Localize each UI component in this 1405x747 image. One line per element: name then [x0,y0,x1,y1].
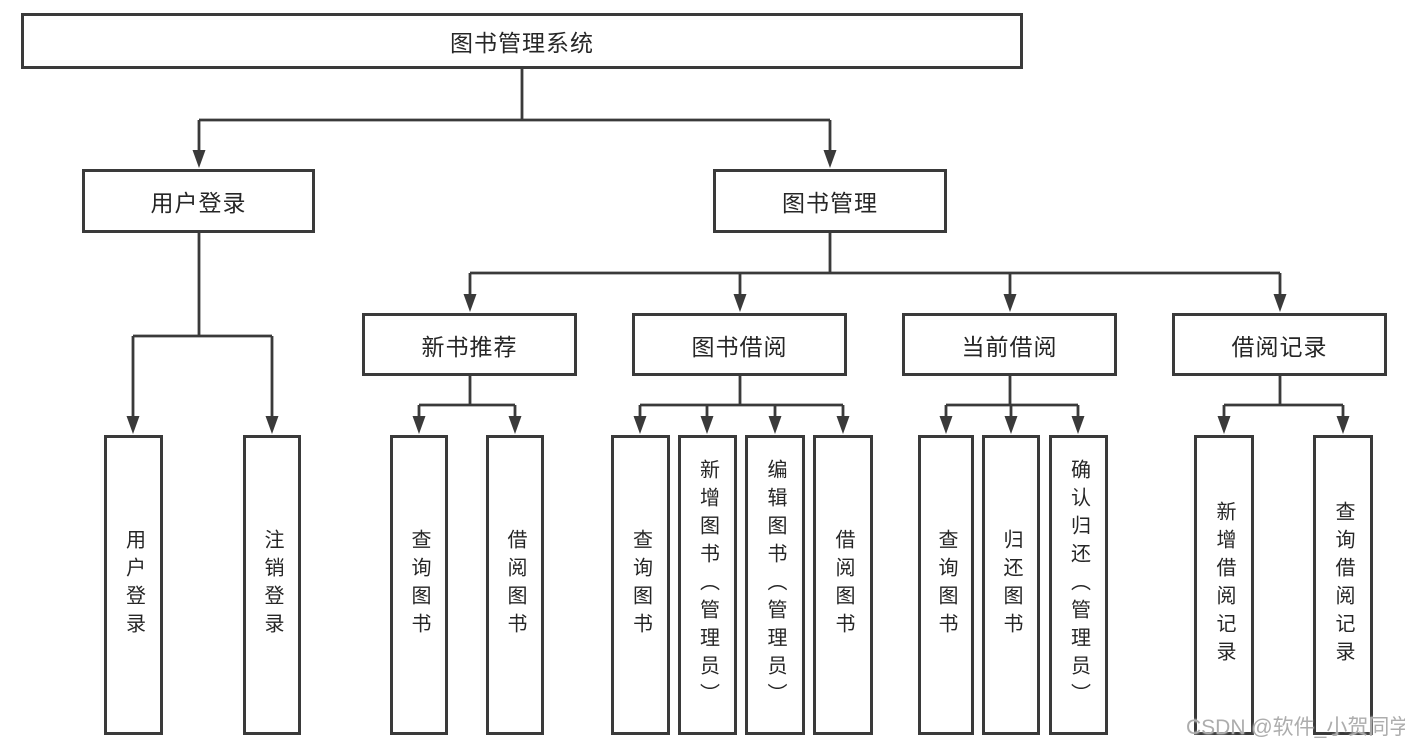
arrowhead-icon [1273,294,1287,312]
leaf-logout-label: 注销登录 [261,529,283,641]
arrowhead-icon [823,150,837,168]
leaf-br-query-record-label: 查询借阅记录 [1332,501,1354,669]
node-book-mgmt-label: 图书管理 [782,190,878,216]
node-borrow-record: 借阅记录 [1172,313,1387,376]
arrowhead-icon [463,294,477,312]
arrowhead-icon [1336,416,1350,434]
arrowhead-icon [939,416,953,434]
arrowhead-icon [412,416,426,434]
arrowhead-icon [768,416,782,434]
node-current-borrow-label: 当前借阅 [961,333,1058,360]
leaf-bb-add-books-label: 新增图书（管理员） [696,459,719,711]
arrowhead-icon [1071,416,1085,434]
node-borrow-record-label: 借阅记录 [1231,333,1328,360]
node-user-login-label: 用户登录 [150,190,247,216]
leaf-bb-edit-books-label: 编辑图书（管理员） [764,459,786,711]
leaf-rec-query-books: 查询图书 [390,435,448,735]
arrowhead-icon [1003,294,1017,312]
arrowhead-icon [265,416,279,434]
arrowhead-icon [192,150,206,168]
leaf-cb-confirm-return: 确认归还（管理员） [1049,435,1108,735]
leaf-rec-borrow-books-label: 借阅图书 [504,529,526,641]
leaf-cb-return-books-label: 归还图书 [1000,529,1022,641]
leaf-cb-confirm-return-label: 确认归还（管理员） [1067,459,1090,711]
leaf-cb-return-books: 归还图书 [982,435,1040,735]
leaf-br-add-record: 新增借阅记录 [1194,435,1254,735]
arrowhead-icon [633,416,647,434]
leaf-br-add-record-label: 新增借阅记录 [1213,501,1235,669]
node-new-book-rec-label: 新书推荐 [421,333,518,360]
node-book-mgmt: 图书管理 [713,169,947,233]
node-user-login: 用户登录 [82,169,315,233]
leaf-logout: 注销登录 [243,435,301,735]
leaf-user-login-label: 用户登录 [122,529,145,641]
arrowhead-icon [836,416,850,434]
leaf-bb-query-books: 查询图书 [611,435,670,735]
leaf-bb-borrow-books: 借阅图书 [813,435,873,735]
node-root-label: 图书管理系统 [450,30,594,56]
arrowhead-icon [1217,416,1231,434]
node-new-book-rec: 新书推荐 [362,313,577,376]
arrowhead-icon [508,416,522,434]
arrowhead-icon [1004,416,1018,434]
leaf-cb-query-books: 查询图书 [918,435,974,735]
leaf-bb-query-books-label: 查询图书 [629,529,652,641]
watermark: CSDN @软件_小贺同学 [1186,716,1405,739]
leaf-bb-borrow-books-label: 借阅图书 [832,529,854,641]
leaf-bb-edit-books: 编辑图书（管理员） [745,435,805,735]
node-root: 图书管理系统 [21,13,1023,69]
leaf-cb-query-books-label: 查询图书 [935,529,957,641]
leaf-rec-query-books-label: 查询图书 [408,529,430,641]
arrowhead-icon [126,416,140,434]
node-current-borrow: 当前借阅 [902,313,1117,376]
node-book-borrow-label: 图书借阅 [691,333,788,360]
leaf-rec-borrow-books: 借阅图书 [486,435,544,735]
node-book-borrow: 图书借阅 [632,313,847,376]
arrowhead-icon [700,416,714,434]
arrowhead-icon [733,294,747,312]
leaf-user-login: 用户登录 [104,435,163,735]
leaf-br-query-record: 查询借阅记录 [1313,435,1373,735]
leaf-bb-add-books: 新增图书（管理员） [678,435,737,735]
